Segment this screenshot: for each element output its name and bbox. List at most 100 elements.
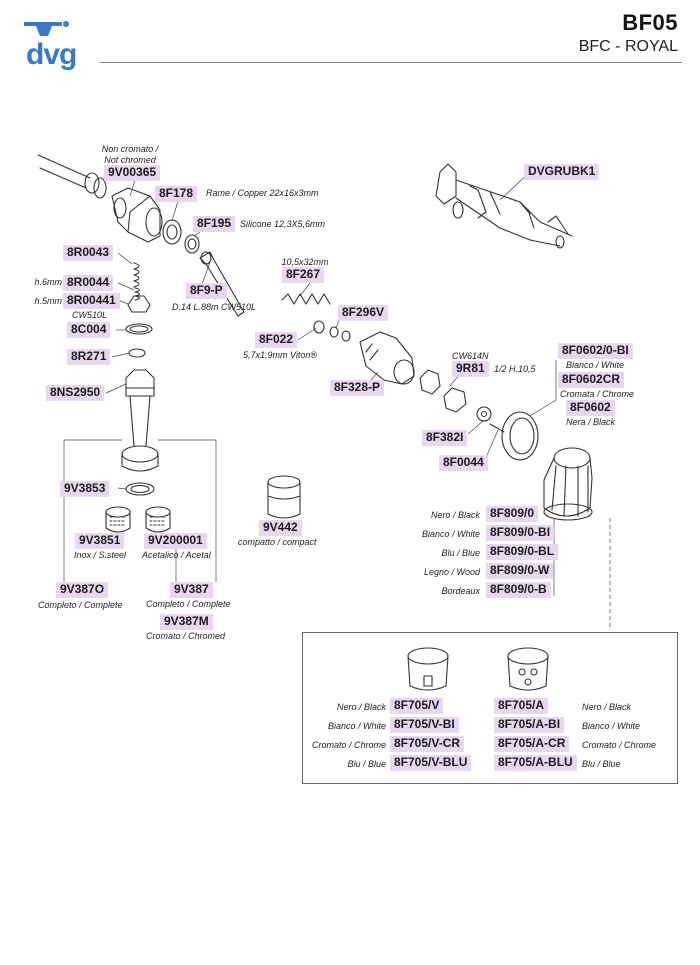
washer-small-icon <box>128 348 146 358</box>
part-9v200001[interactable]: 9V200001 <box>144 533 207 549</box>
cap-a-label-0: Nero / Black <box>582 702 632 712</box>
knob-code-3[interactable]: 8F809/0-W <box>486 563 554 579</box>
knob-code-0[interactable]: 8F809/0 <box>486 506 539 522</box>
cap-v-code-1[interactable]: 8F705/V-BI <box>390 717 459 733</box>
spring-small-icon <box>134 287 141 301</box>
silicone-gasket-icon <box>184 234 200 254</box>
cap-v-icon <box>407 647 449 691</box>
cap-a-code-1[interactable]: 8F705/A-BI <box>494 717 565 733</box>
part-8r271[interactable]: 8R271 <box>67 349 111 365</box>
tip-compact-icon <box>267 475 301 519</box>
part-8f178[interactable]: 8F178 <box>155 186 198 202</box>
part-8f022[interactable]: 8F022 <box>255 332 298 348</box>
part-8f382i[interactable]: 8F382I <box>422 430 468 446</box>
part-8ns2950[interactable]: 8NS2950 <box>46 385 105 401</box>
part-8r00441[interactable]: 8R00441 <box>63 293 120 309</box>
part-8c004[interactable]: 8C004 <box>67 322 111 338</box>
note-8f195: Silicone 12,3X5,6mm <box>240 219 326 229</box>
part-9v387m[interactable]: 9V387M <box>160 614 213 630</box>
note-8r0044: h.6mm <box>34 277 62 287</box>
copper-washer-icon <box>162 219 182 245</box>
cap-v-code-3[interactable]: 8F705/V-BLU <box>390 755 472 771</box>
part-9v387o[interactable]: 9V387O <box>56 582 109 598</box>
logo-text: dvg <box>26 38 77 71</box>
note-9v387m: Cromato / Chromed <box>146 631 226 641</box>
pin-icon <box>489 423 505 433</box>
elbow-fitting-icon <box>111 187 163 243</box>
knob-label-1: Bianco / White <box>421 529 480 539</box>
dvg-logo-icon <box>24 21 69 36</box>
tip-inox-icon <box>105 506 131 533</box>
inlet-pipe-icon <box>37 154 107 199</box>
note-9v442: compatto / compact <box>238 537 317 547</box>
cap-v-label-3: Blu / Blue <box>347 759 386 769</box>
part-8r0044[interactable]: 8R0044 <box>63 275 114 291</box>
knob-label-2: Blu / Blue <box>441 548 480 558</box>
note-9v387: Completo / Complete <box>146 599 231 609</box>
part-9v387[interactable]: 9V387 <box>170 582 213 598</box>
washer-flat-icon <box>476 406 492 422</box>
header-divider <box>100 62 682 63</box>
part-8f0602-0-bi[interactable]: 8F0602/0-BI <box>558 343 633 359</box>
cap-a-code-3[interactable]: 8F705/A-BLU <box>494 755 577 771</box>
nut-cone-icon <box>127 295 151 313</box>
note-8f178: Rame / Copper 22x16x3mm <box>206 188 319 198</box>
note-9v00365-b: Not chromed <box>104 155 156 165</box>
page-subtitle: BFC - ROYAL <box>578 38 678 55</box>
cap-a-code-0[interactable]: 8F705/A <box>494 698 549 714</box>
knob-label-4: Bordeaux <box>441 586 480 596</box>
knob-code-4[interactable]: 8F809/0-B <box>486 582 551 598</box>
part-8r0043[interactable]: 8R0043 <box>63 245 114 261</box>
steam-wand-icon <box>121 369 159 472</box>
cap-a-code-2[interactable]: 8F705/A-CR <box>494 736 570 752</box>
knob-code-2[interactable]: 8F809/0-BL <box>486 544 559 560</box>
part-8f267[interactable]: 8F267 <box>282 267 325 283</box>
part-9v442[interactable]: 9V442 <box>259 520 302 536</box>
cap-a-label-1: Bianco / White <box>582 721 641 731</box>
knob-code-1[interactable]: 8F809/0-BI <box>486 525 555 541</box>
cap-a-label-3: Blu / Blue <box>582 759 621 769</box>
rosette-icon <box>501 411 539 461</box>
ring-icon <box>329 326 339 338</box>
note-9v00365-a: Non cromato / <box>101 144 159 154</box>
note-9v200001: Acetalico / Acetal <box>142 550 211 560</box>
valve-body-icon <box>359 331 415 385</box>
part-8f0602[interactable]: 8F0602 <box>566 400 615 416</box>
tip-acetal-icon <box>145 506 171 533</box>
part-8f296v[interactable]: 8F296V <box>338 305 389 321</box>
note-8f9-p: D.14 L.88m CW510L <box>172 302 257 312</box>
part-8f9-p[interactable]: 8F9-P <box>186 283 227 299</box>
nut-icon <box>419 369 441 395</box>
part-9v3851[interactable]: 9V3851 <box>75 533 125 549</box>
tip-gasket-icon <box>125 482 155 496</box>
cap-v-label-1: Bianco / White <box>327 721 386 731</box>
caps-options-box <box>302 632 678 784</box>
o-ring-viton-icon <box>313 320 325 334</box>
note-8f0602-0-bi: Bianco / White <box>566 360 625 370</box>
spring-icon <box>133 262 140 288</box>
note-9r81-b: 1/2 H.10,5 <box>494 364 536 374</box>
note-8f022: 5,7x1,9mm Viton® <box>243 350 317 360</box>
part-8f328-p[interactable]: 8F328-P <box>330 380 385 396</box>
cap-a-label-2: Cromato / Chrome <box>582 740 657 750</box>
cap-v-code-0[interactable]: 8F705/V <box>390 698 444 714</box>
part-9v3853[interactable]: 9V3853 <box>60 481 110 497</box>
part-9v00365[interactable]: 9V00365 <box>104 165 161 181</box>
part-8f0044[interactable]: 8F0044 <box>439 455 488 471</box>
note-9v387o: Completo / Complete <box>38 600 123 610</box>
spring-long-icon <box>281 293 331 305</box>
page-title: BF05 <box>622 10 678 35</box>
note-8f267: 10,5x32mm <box>281 257 329 267</box>
note-8f0602: Nera / Black <box>566 417 616 427</box>
shaft-icon <box>199 251 245 317</box>
note-9r81-a: CW614N <box>452 351 489 361</box>
note-8r00441-a: h.5mm <box>34 296 62 306</box>
part-8f195[interactable]: 8F195 <box>193 216 236 232</box>
cap-a-icon <box>507 647 549 691</box>
note-8r00441-b: CW510L <box>72 310 108 320</box>
cap-v-code-2[interactable]: 8F705/V-CR <box>390 736 465 752</box>
part-9r81[interactable]: 9R81 <box>452 361 489 377</box>
note-9v3851: Inox / S.steel <box>74 550 127 560</box>
part-dvgrubk1[interactable]: DVGRUBK1 <box>524 164 600 180</box>
part-8f0602cr[interactable]: 8F0602CR <box>558 372 625 388</box>
